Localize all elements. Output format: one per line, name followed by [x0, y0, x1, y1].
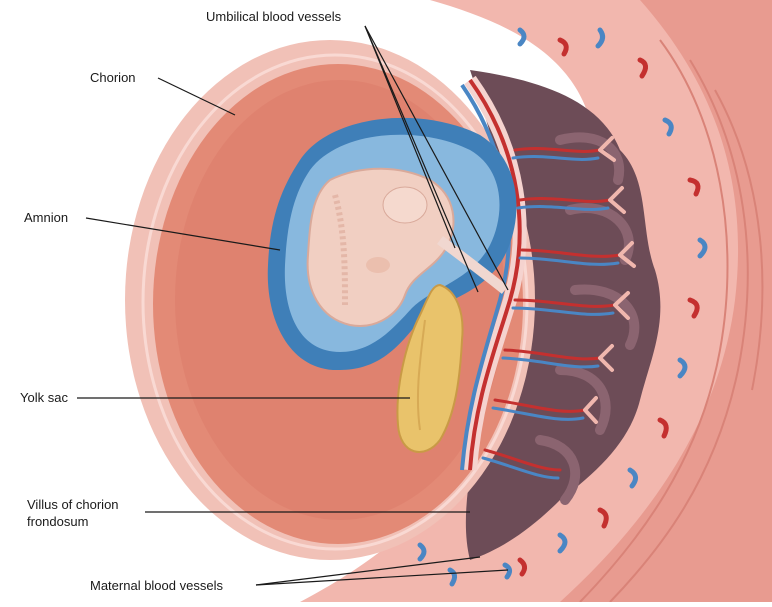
label-chorion: Chorion	[90, 70, 136, 85]
label-villus-line1: Villus of chorion	[27, 497, 119, 512]
label-amnion: Amnion	[24, 210, 68, 225]
label-yolk-sac: Yolk sac	[20, 390, 68, 405]
label-villus-line2: frondosum	[27, 514, 88, 529]
label-umbilical-blood-vessels: Umbilical blood vessels	[206, 9, 342, 24]
label-maternal-blood-vessels: Maternal blood vessels	[90, 578, 223, 593]
